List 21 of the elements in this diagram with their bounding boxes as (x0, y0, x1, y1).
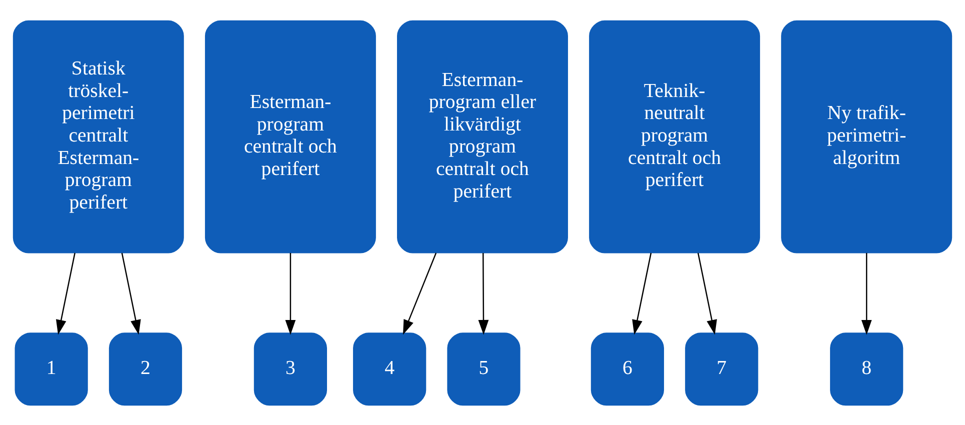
arrow (861, 252, 872, 334)
arrow (56, 252, 76, 334)
node-box: 8 (830, 332, 904, 406)
arrow (402, 252, 437, 334)
node-box: 7 (685, 332, 758, 406)
node-box: 2 (108, 332, 182, 406)
arrow (478, 252, 489, 334)
node-box: 5 (447, 332, 520, 406)
node-box: 4 (353, 332, 426, 406)
node-box: 1 (14, 332, 88, 406)
arrow (121, 252, 141, 334)
arrow (697, 252, 717, 334)
node-box: Teknik- neutralt program centralt och perifert (589, 20, 760, 253)
node-box: Esterman- program eller likvärdigt program centralt och perifert (397, 20, 568, 253)
arrow (632, 252, 652, 334)
node-box: Ny trafik- perimetri- algoritm (781, 20, 952, 253)
arrow (285, 252, 296, 334)
node-box: 3 (254, 332, 327, 406)
node-box: 6 (590, 332, 664, 406)
node-box: Esterman- program centralt och perifert (204, 20, 376, 253)
node-box: Statisk tröskel- perimetri centralt Esterman- program perifert (12, 20, 184, 253)
